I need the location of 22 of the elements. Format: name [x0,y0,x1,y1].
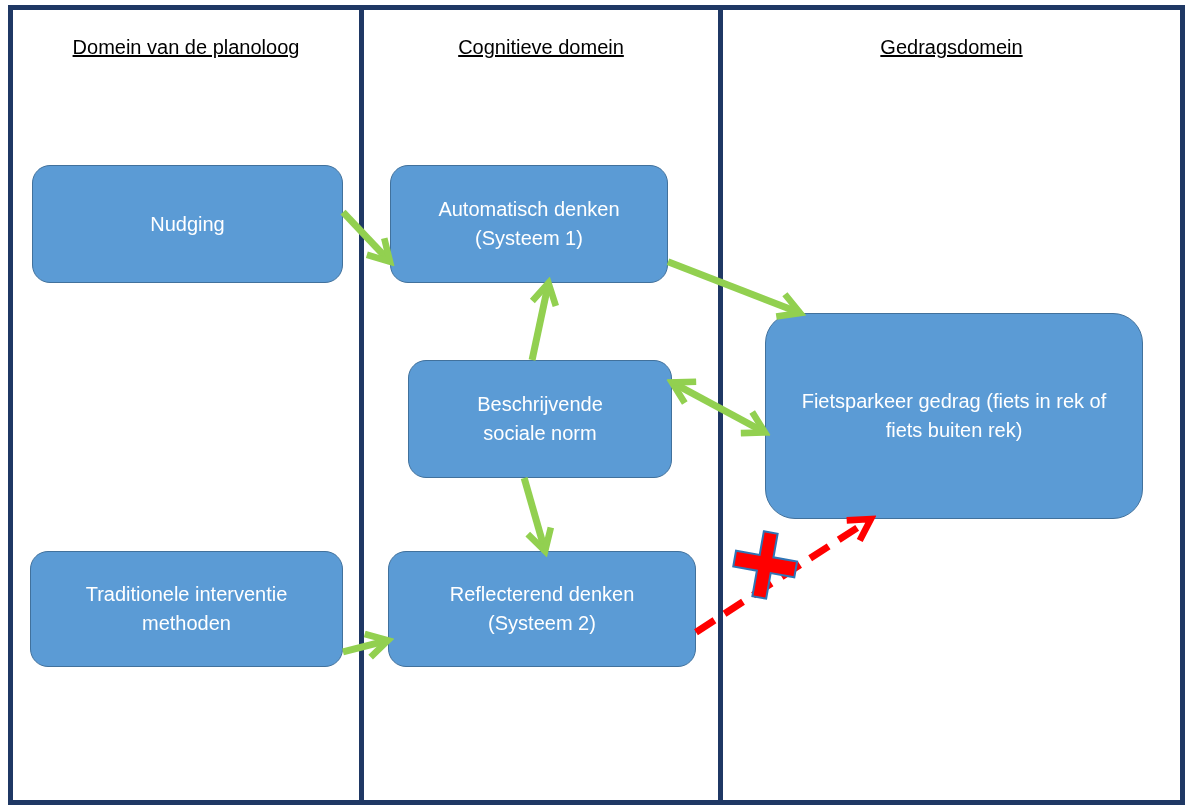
box-label: Fietsparkeer gedrag (fiets in rek of fiets buiten rek) [800,389,1108,443]
box-label: Nudging [150,211,225,237]
process-box [765,313,1143,519]
arrow [520,477,555,555]
box-label: Beschrijvende sociale norm [476,392,604,446]
lane-heading: Gedragsdomein [880,36,1023,59]
process-box [30,551,343,667]
box-label: Traditionele interventie methoden [84,582,289,636]
arrow [342,630,392,661]
arrow [668,378,769,437]
lane-heading: Cognitieve domein [458,36,624,59]
process-box [390,165,668,283]
arrow [694,515,875,636]
arrow [666,258,804,320]
box-label: Automatisch denken (Systeem 1) [437,197,621,251]
lane-heading: Domein van de planoloog [72,36,300,59]
process-box [408,360,672,478]
arrow [340,209,394,266]
arrow [528,279,560,361]
box-label: Reflecterend denken (Systeem 2) [448,582,636,636]
process-box [32,165,343,283]
process-box [388,551,696,667]
